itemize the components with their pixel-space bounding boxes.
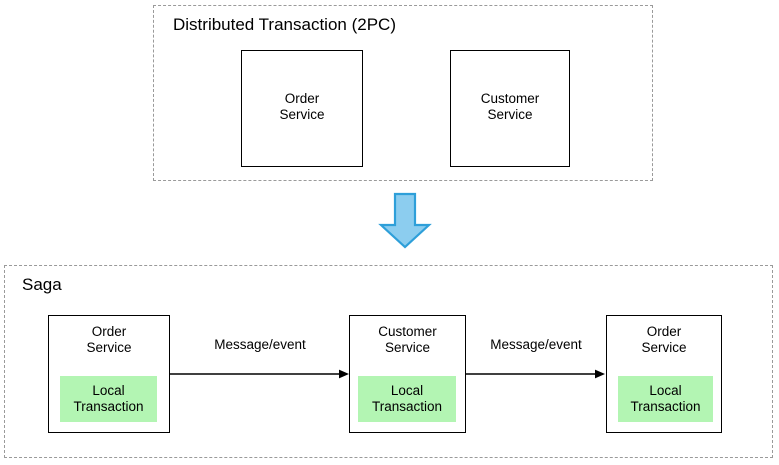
saga-connector-1-label: Message/event [214,337,306,352]
downward-blue-arrow [377,192,433,249]
saga-step-3-local-transaction: Local Transaction [618,376,713,422]
saga-step-1-service-label: Order Service [86,324,132,355]
top-customer-service-box[interactable] [450,50,570,167]
saga-step-3-local-transaction-label: Local Transaction [630,383,701,414]
top-order-service-box[interactable] [241,50,363,167]
saga-step-3-service-label: Order Service [641,324,687,355]
saga-step-1-local-transaction: Local Transaction [60,376,157,422]
distributed-transaction-group-title: Distributed Transaction (2PC) [173,15,396,34]
saga-connector-2-label: Message/event [490,337,582,352]
saga-group-title: Saga [22,275,62,294]
top-customer-service-label: Customer Service [480,91,540,122]
top-order-service-label: Order Service [279,91,325,122]
saga-connector-1-arrow [170,366,350,382]
saga-connector-2-arrow [466,366,606,382]
saga-step-2-service-label: Customer Service [378,324,437,355]
saga-step-1-local-transaction-label: Local Transaction [73,383,144,414]
saga-step-2-local-transaction: Local Transaction [358,376,456,422]
saga-step-2-local-transaction-label: Local Transaction [371,383,443,414]
